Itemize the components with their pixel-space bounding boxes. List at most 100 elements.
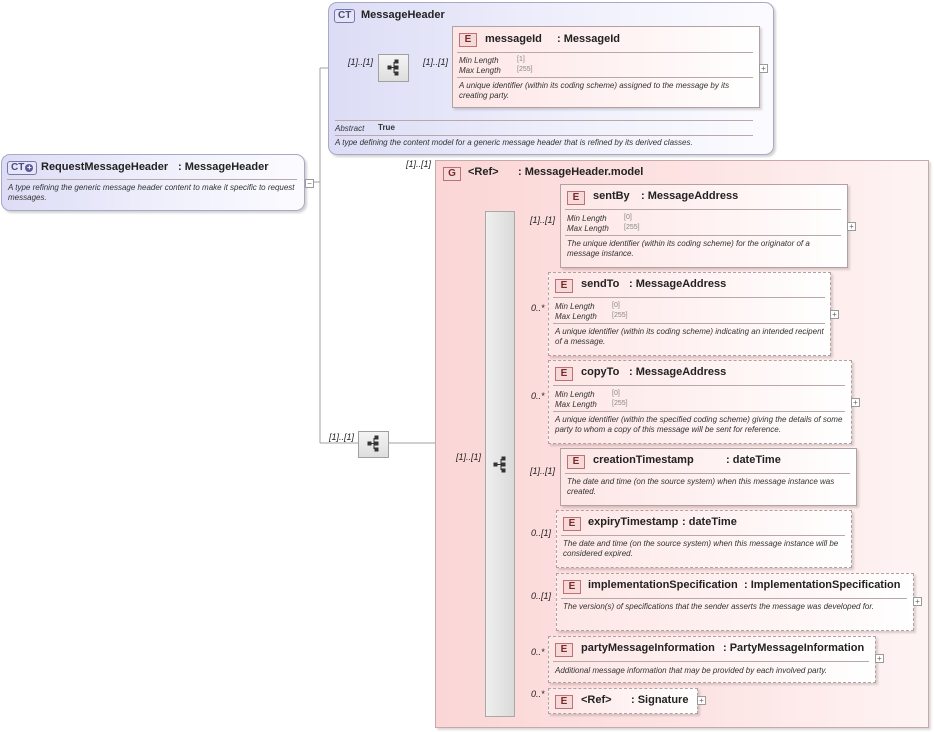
- send-to-element[interactable]: E sendTo : MessageAddress Min Length [0]…: [548, 272, 831, 356]
- message-id-element[interactable]: E messageId : MessageId Min Length [1] M…: [452, 26, 760, 108]
- multiplicity-label: [1]..[1]: [329, 432, 355, 442]
- divider: [7, 179, 297, 180]
- element-type: : dateTime: [682, 516, 737, 528]
- expand-icon[interactable]: +: [913, 597, 922, 606]
- element-description: The date and time (on the source system)…: [567, 477, 835, 496]
- plus-circle-icon: +: [25, 163, 34, 172]
- element-type: : PartyMessageInformation: [723, 642, 865, 654]
- multiplicity-label: [1]..[1]: [348, 57, 374, 67]
- expand-icon[interactable]: −: [305, 179, 314, 188]
- max-length-label: Max Length: [459, 66, 501, 75]
- request-header-description: A type refining the generic message head…: [8, 183, 295, 202]
- sequence-icon[interactable]: [358, 431, 389, 458]
- message-header-description: A type defining the content model for a …: [335, 138, 693, 147]
- creation-timestamp-element[interactable]: E creationTimestamp : dateTime The date …: [560, 448, 857, 506]
- sequence-glyph-icon: [493, 456, 506, 473]
- element-badge: E: [555, 695, 573, 709]
- multiplicity-label: 0..[1]: [531, 528, 552, 538]
- expand-icon[interactable]: +: [697, 696, 706, 705]
- party-message-information-element[interactable]: E partyMessageInformation : PartyMessage…: [548, 636, 876, 683]
- ct-badge: CT: [334, 9, 356, 23]
- divider: [553, 661, 869, 662]
- element-name: creationTimestamp: [593, 454, 694, 466]
- element-badge: E: [563, 517, 581, 531]
- expand-icon[interactable]: +: [830, 310, 839, 319]
- model-sequence-bar[interactable]: [485, 211, 515, 717]
- min-length-label: Min Length: [555, 390, 595, 399]
- divider: [553, 297, 825, 298]
- min-length-value: [0]: [624, 214, 632, 221]
- abstract-value: True: [378, 123, 395, 132]
- expiry-timestamp-element[interactable]: E expiryTimestamp : dateTime The date an…: [556, 510, 852, 568]
- group-title: : MessageHeader.model: [518, 166, 644, 178]
- multiplicity-label: 0..*: [531, 689, 545, 699]
- divider: [553, 323, 825, 324]
- request-message-header-box[interactable]: CT+ RequestMessageHeader : MessageHeader…: [1, 154, 305, 211]
- divider: [457, 77, 753, 78]
- divider: [335, 135, 753, 136]
- expand-icon[interactable]: +: [875, 654, 884, 663]
- element-type: : MessageId: [557, 33, 620, 45]
- element-type: : dateTime: [726, 454, 781, 466]
- implementation-specification-element[interactable]: E implementationSpecification : Implemen…: [556, 573, 914, 631]
- divider: [561, 598, 907, 599]
- min-length-value: [0]: [612, 390, 620, 397]
- max-length-value: [255]: [612, 312, 628, 319]
- min-length-label: Min Length: [459, 56, 499, 65]
- element-description: Additional message information that may …: [555, 666, 828, 675]
- max-length-label: Max Length: [555, 312, 597, 321]
- multiplicity-label: [1]..[1]: [406, 159, 432, 169]
- element-name: implementationSpecification: [588, 579, 738, 591]
- element-type: : MessageAddress: [629, 278, 727, 290]
- max-length-label: Max Length: [555, 400, 597, 409]
- multiplicity-label: 0..*: [531, 391, 545, 401]
- element-description: The unique identifier (within its coding…: [567, 239, 810, 258]
- element-description: A unique identifier (within its coding s…: [459, 81, 730, 100]
- multiplicity-label: [1]..[1]: [423, 57, 449, 67]
- sent-by-element[interactable]: E sentBy : MessageAddress Min Length [0]…: [560, 184, 848, 268]
- sequence-icon[interactable]: [378, 54, 409, 82]
- element-badge: E: [459, 33, 477, 47]
- element-type: : ImplementationSpecification: [744, 579, 901, 591]
- signature-ref-element[interactable]: E <Ref> : Signature: [548, 688, 698, 714]
- element-badge: E: [563, 580, 581, 594]
- divider: [561, 535, 845, 536]
- expand-icon[interactable]: +: [759, 64, 768, 73]
- element-name: messageId: [485, 33, 542, 45]
- element-name: expiryTimestamp: [588, 516, 679, 528]
- element-name: partyMessageInformation: [581, 642, 715, 654]
- request-header-title: RequestMessageHeader: [41, 161, 169, 173]
- max-length-label: Max Length: [567, 224, 609, 233]
- element-badge: E: [555, 279, 573, 293]
- multiplicity-label: [1]..[1]: [530, 215, 556, 225]
- element-badge: E: [567, 455, 585, 469]
- min-length-value: [0]: [612, 302, 620, 309]
- element-type: : MessageAddress: [629, 366, 727, 378]
- abstract-label: Abstract: [335, 124, 365, 133]
- expand-icon[interactable]: +: [851, 398, 860, 407]
- element-description: A unique identifier (within its coding s…: [555, 327, 824, 346]
- max-length-value: [255]: [517, 66, 533, 73]
- ct-badge: CT+: [7, 161, 38, 175]
- divider: [565, 235, 841, 236]
- element-name: sendTo: [581, 278, 620, 290]
- divider: [553, 411, 845, 412]
- element-description: The version(s) of specifications that th…: [563, 602, 874, 611]
- group-badge: G: [443, 167, 461, 181]
- request-header-type: : MessageHeader: [178, 161, 269, 173]
- sequence-glyph-icon: [387, 59, 399, 76]
- max-length-value: [255]: [612, 400, 628, 407]
- ct-badge-text: CT: [11, 162, 25, 173]
- element-ref-label: <Ref>: [581, 694, 612, 706]
- divider: [457, 52, 753, 53]
- min-length-label: Min Length: [555, 302, 595, 311]
- divider: [335, 120, 753, 121]
- divider: [553, 385, 845, 386]
- expand-icon[interactable]: +: [847, 222, 856, 231]
- max-length-value: [255]: [624, 224, 640, 231]
- multiplicity-label: 0..[1]: [531, 591, 552, 601]
- element-description: The date and time (on the source system)…: [563, 539, 839, 558]
- element-badge: E: [555, 643, 573, 657]
- multiplicity-label: 0..*: [531, 303, 545, 313]
- copy-to-element[interactable]: E copyTo : MessageAddress Min Length [0]…: [548, 360, 852, 444]
